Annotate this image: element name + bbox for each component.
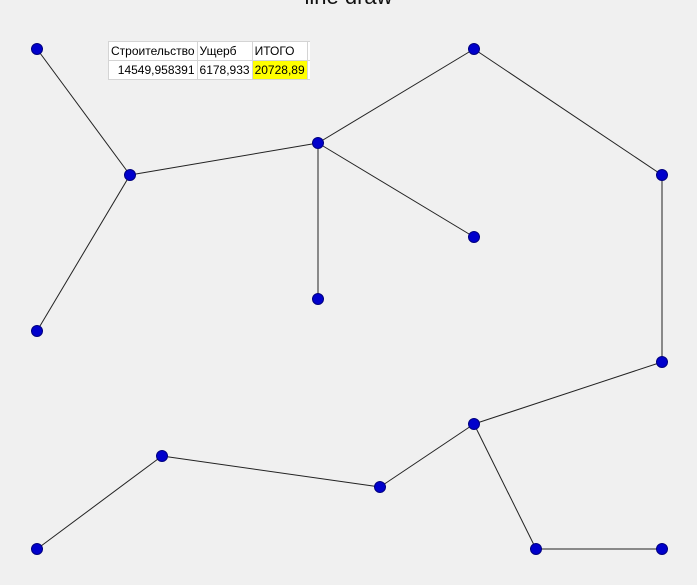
- graph-edge-3: [129, 142, 319, 176]
- graph-edge-13: [473, 423, 537, 550]
- graph-node-1[interactable]: [31, 43, 43, 55]
- graph-node-11[interactable]: [374, 481, 386, 493]
- graph-edge-1: [36, 48, 131, 176]
- graph-nodes: [31, 43, 668, 555]
- graph-edge-11: [161, 455, 381, 488]
- graph-node-5[interactable]: [468, 43, 480, 55]
- graph-edge-12: [36, 455, 163, 550]
- graph-node-6[interactable]: [468, 231, 480, 243]
- graph-edge-7: [473, 48, 663, 176]
- graph-edge-9: [473, 361, 663, 425]
- value-construction[interactable]: 14549,958391: [108, 60, 198, 80]
- graph-node-8[interactable]: [656, 169, 668, 181]
- graph-node-12[interactable]: [156, 450, 168, 462]
- grid-pad: [306, 60, 310, 80]
- graph-node-7[interactable]: [312, 293, 324, 305]
- graph-node-2[interactable]: [124, 169, 136, 181]
- results-header-row: Строительство Ущерб ИТОГО: [108, 41, 310, 61]
- header-damage[interactable]: Ущерб: [196, 41, 253, 61]
- window-title: line draw: [0, 0, 697, 8]
- graph-node-14[interactable]: [530, 543, 542, 555]
- graph-node-3[interactable]: [31, 325, 43, 337]
- value-damage[interactable]: 6178,933: [196, 60, 253, 80]
- graph-node-9[interactable]: [656, 356, 668, 368]
- graph-node-13[interactable]: [31, 543, 43, 555]
- results-value-row: 14549,958391 6178,933 20728,89: [108, 60, 310, 80]
- value-total[interactable]: 20728,89: [251, 60, 308, 80]
- header-construction[interactable]: Строительство: [108, 41, 198, 61]
- graph-edges: [36, 48, 663, 550]
- header-total[interactable]: ИТОГО: [251, 41, 308, 61]
- graph-node-15[interactable]: [656, 543, 668, 555]
- results-grid[interactable]: Строительство Ущерб ИТОГО 14549,958391 6…: [108, 41, 310, 80]
- grid-pad: [306, 41, 310, 61]
- graph-node-10[interactable]: [468, 418, 480, 430]
- graph-edge-4: [317, 48, 475, 144]
- graph-edge-5: [317, 142, 475, 238]
- graph-node-4[interactable]: [312, 137, 324, 149]
- graph-edge-2: [36, 174, 131, 332]
- graph-edge-10: [379, 423, 475, 488]
